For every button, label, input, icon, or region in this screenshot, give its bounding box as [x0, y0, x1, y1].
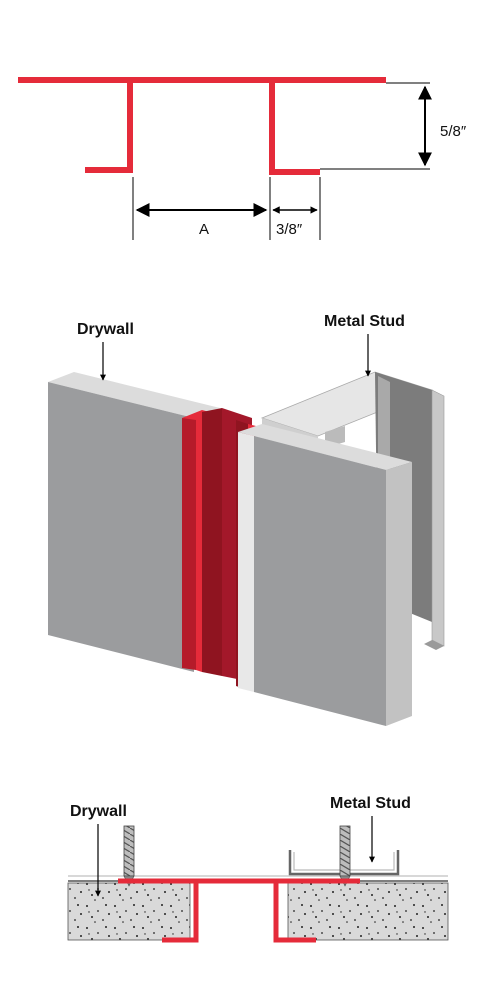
section-stud-label: Metal Stud — [330, 795, 411, 812]
trim-profile: 5/8″ A 3/8″ — [18, 77, 467, 240]
iso-drywall-label: Drywall — [77, 321, 134, 338]
section-drywall-label: Drywall — [70, 803, 127, 820]
profile-left-channel — [85, 80, 133, 173]
section-trim — [118, 878, 360, 943]
dim-gap-label: A — [199, 221, 209, 238]
drywall-panel-right — [238, 424, 412, 726]
screw-left — [123, 825, 135, 887]
cross-section: Drywall Metal Stud — [67, 795, 449, 943]
drywall-panel-left — [48, 372, 220, 672]
profile-right-channel — [269, 80, 320, 175]
dim-height-label: 5/8″ — [440, 123, 467, 140]
section-drywall-left — [67, 882, 191, 941]
dim-flange-label: 3/8″ — [276, 221, 303, 238]
profile-top-bar — [18, 77, 386, 83]
iso-stud-label: Metal Stud — [324, 313, 405, 330]
section-drywall-right — [287, 882, 449, 941]
screw-right — [339, 825, 351, 887]
isometric-view: Drywall Metal Stud — [48, 313, 445, 726]
